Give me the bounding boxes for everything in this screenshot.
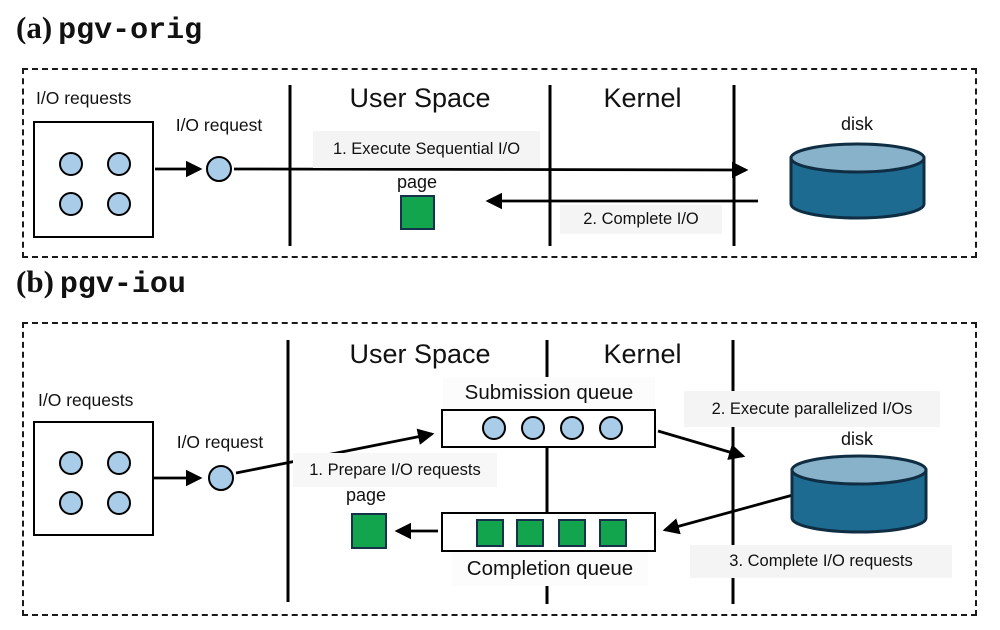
panel-a-step-2: 2. Complete I/O [560,205,722,234]
queued-request-dot [599,416,623,440]
panel-b-frame [22,322,977,616]
io-request-dot [107,491,131,515]
panel-a-page-label: page [396,172,438,192]
panel-b-user-space-heading: User Space [349,339,491,369]
completion-queue-label: Completion queue [452,552,648,586]
panel-a-name: pgv-orig [58,14,203,48]
queued-request-dot [560,416,584,440]
completion-queue-box [441,512,656,552]
panel-b-io-requests-box [33,421,154,536]
panel-a-disk-label: disk [840,114,873,134]
completed-page-square [599,519,627,547]
panel-a-index: (a) [16,10,53,45]
io-request-dot [59,451,83,475]
io-request-dot [59,192,83,216]
io-request-dot [107,152,131,176]
queued-request-dot [482,416,506,440]
panel-a-title: (a)pgv-orig [16,10,202,48]
io-request-dot [59,491,83,515]
submission-queue-label: Submission queue [443,377,655,409]
completed-page-square [516,519,544,547]
panel-a-io-request-dot [206,156,232,182]
panel-b-page-square [351,513,387,549]
panel-a-page-square [400,195,435,230]
completed-page-square [558,519,586,547]
panel-a-kernel-heading: Kernel [603,83,682,113]
io-request-dot [59,152,83,176]
panel-b-step-3: 3. Complete I/O requests [690,545,952,578]
panel-b-index: (b) [16,264,54,299]
panel-b-kernel-heading: Kernel [603,339,682,369]
panel-b-page-label: page [345,485,387,505]
panel-b-io-request-dot [208,465,234,491]
io-request-dot [107,451,131,475]
panel-a-frame [22,68,977,258]
panel-a-io-requests-label: I/O requests [36,88,132,108]
io-request-dot [107,192,131,216]
panel-a-step-1: 1. Execute Sequential I/O [313,131,540,168]
submission-queue-box [441,409,656,448]
panel-b-step-2: 2. Execute parallelized I/Os [684,391,940,427]
completed-page-square [476,519,504,547]
panel-a-user-space-heading: User Space [349,83,491,113]
panel-b-step-1: 1. Prepare I/O requests [293,453,497,487]
panel-b-disk-label: disk [840,429,873,449]
panel-b-io-request-label: I/O request [176,432,264,452]
panel-b-io-requests-label: I/O requests [38,390,134,410]
panel-a-io-requests-box [33,121,154,238]
panel-a-io-request-label: I/O request [175,115,263,135]
queued-request-dot [521,416,545,440]
panel-b-title: (b)pgv-iou [16,264,186,302]
panel-b-name: pgv-iou [59,268,186,302]
